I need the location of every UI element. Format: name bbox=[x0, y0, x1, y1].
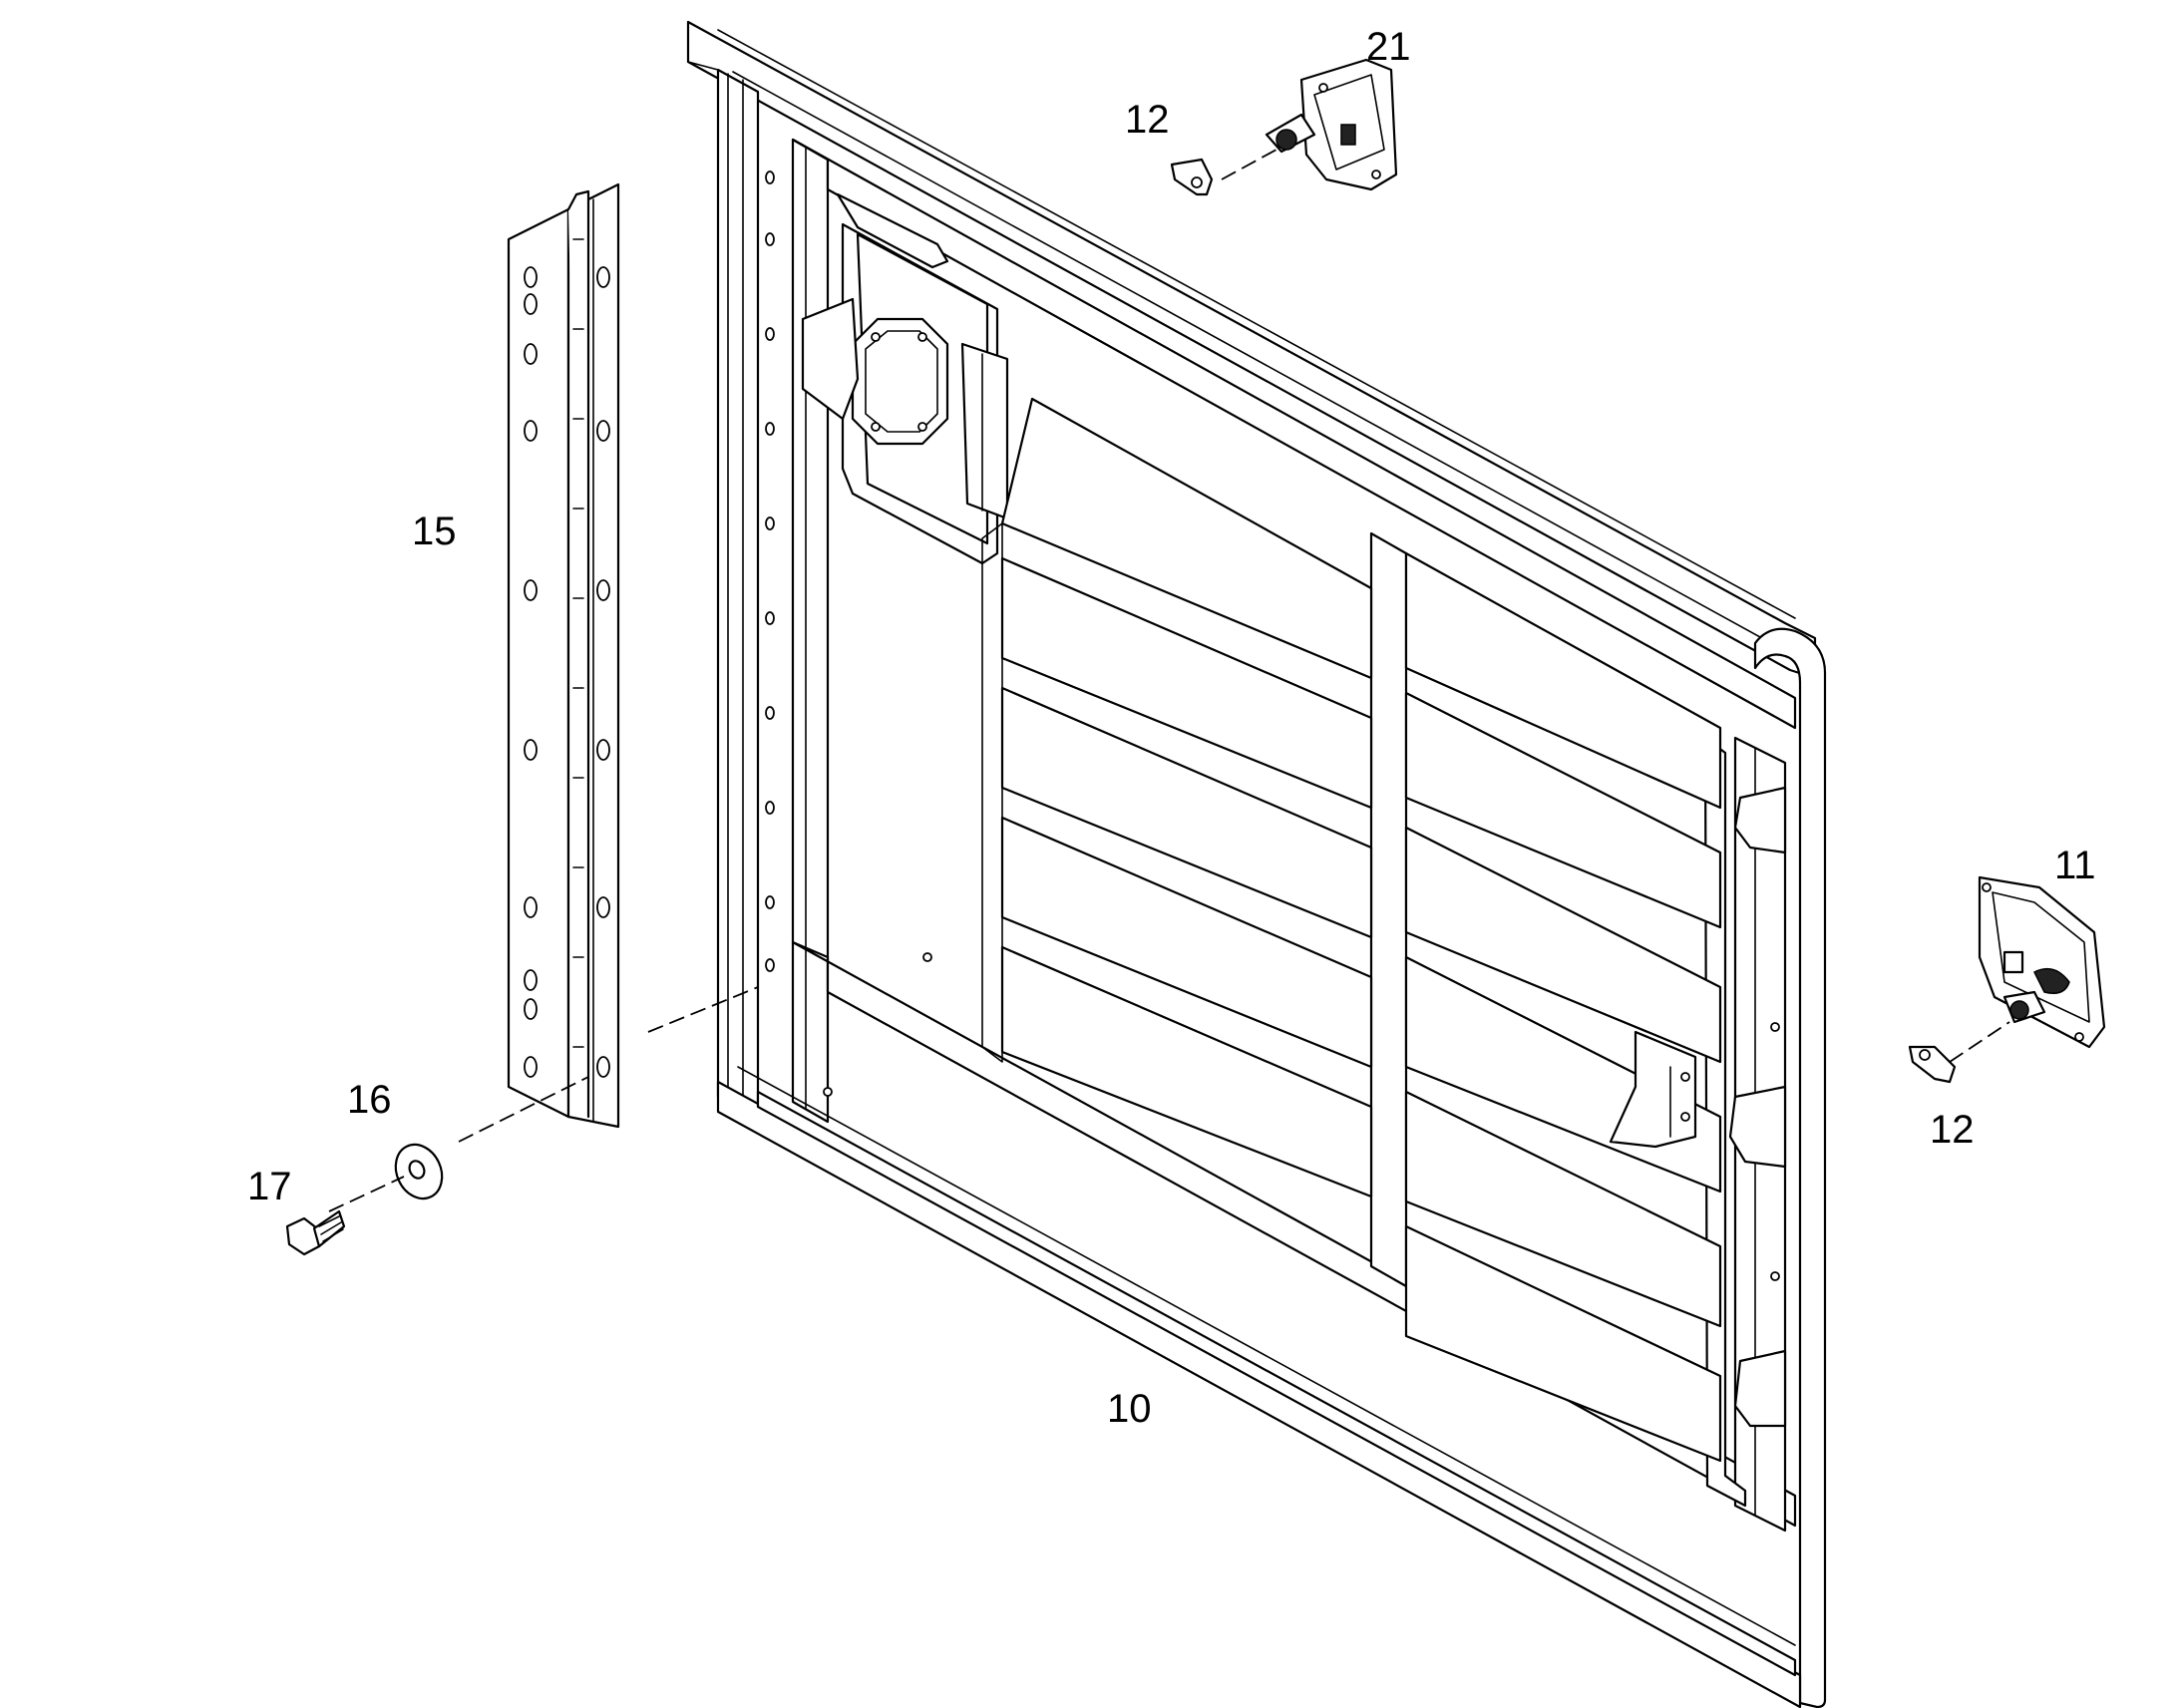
washer-part-16 bbox=[394, 1143, 444, 1200]
callout-10: 10 bbox=[1107, 1387, 1152, 1431]
cable-tag-part-12-top bbox=[1170, 158, 1214, 196]
cable-tag-part-12-right bbox=[1908, 1045, 1957, 1084]
hinge-strip-part-15 bbox=[507, 182, 620, 1129]
callout-12-top: 12 bbox=[1125, 98, 1170, 142]
callout-12-right: 12 bbox=[1930, 1108, 1975, 1152]
assembly-leader-lines bbox=[328, 149, 2010, 1212]
callout-16: 16 bbox=[347, 1078, 392, 1122]
callout-17: 17 bbox=[247, 1165, 292, 1208]
callout-21: 21 bbox=[1366, 25, 1411, 69]
louvre-frame-part-10 bbox=[686, 20, 1827, 1708]
lamp-part-11 bbox=[1978, 875, 2106, 1049]
left-louvre-blades bbox=[981, 397, 1373, 1198]
bolt-part-17 bbox=[285, 1209, 346, 1256]
hinge-strip-holes bbox=[524, 266, 610, 1078]
lamp-part-21 bbox=[1265, 58, 1398, 191]
right-louvre-blades bbox=[1404, 551, 1722, 1463]
left-post-holes bbox=[765, 171, 775, 972]
callout-11: 11 bbox=[2054, 844, 2096, 887]
callout-15: 15 bbox=[412, 510, 457, 553]
